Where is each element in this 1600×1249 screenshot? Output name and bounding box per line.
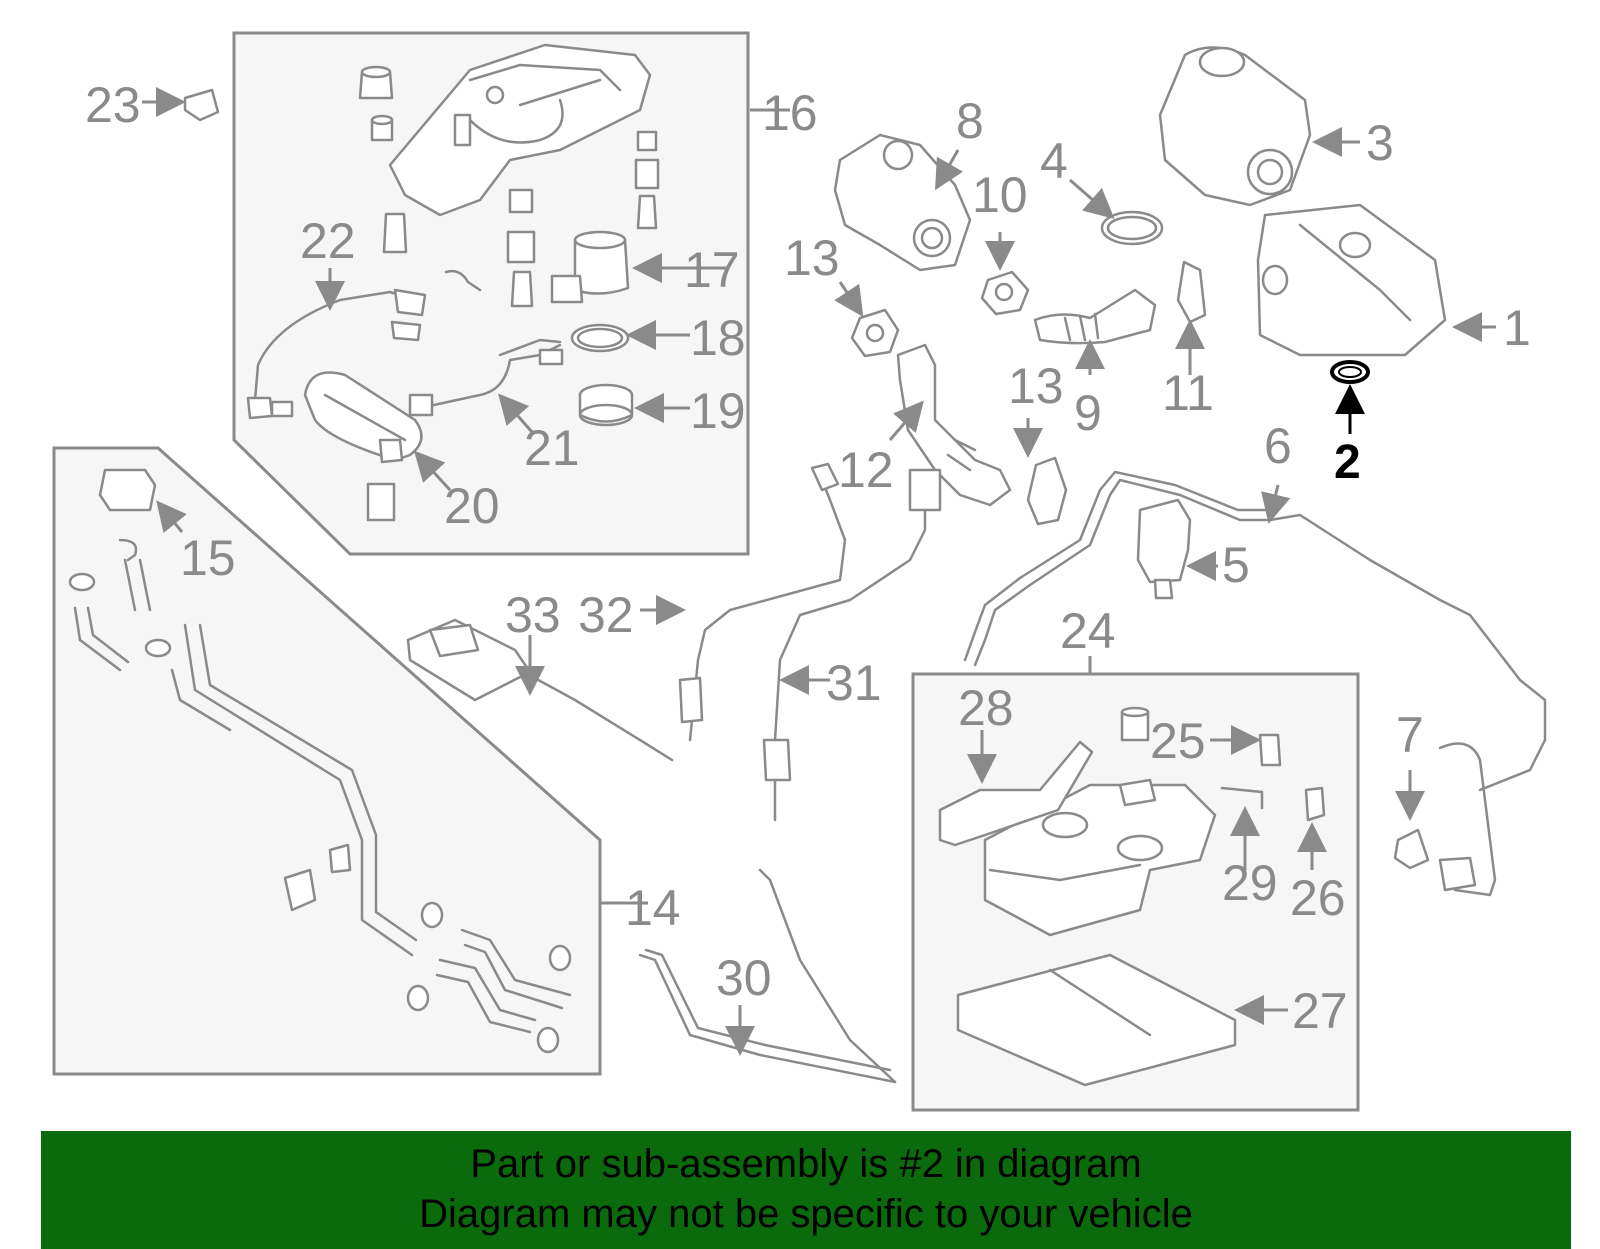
seal-ring-part-18[interactable]: [570, 323, 630, 353]
callout-12: 12: [838, 442, 894, 498]
callout-10: 10: [972, 167, 1028, 223]
tank-strap-part-30[interactable]: [638, 868, 897, 1084]
callout-20: 20: [444, 478, 500, 534]
callout-9: 9: [1074, 385, 1102, 441]
tank-shield-part-27[interactable]: [956, 953, 1237, 1087]
egr-pipe-part-9[interactable]: [1033, 288, 1157, 345]
throttle-body-part-8[interactable]: [833, 133, 972, 272]
callout-28: 28: [958, 680, 1014, 736]
reservoir-cover-part[interactable]: [388, 43, 652, 217]
o-ring-part-2[interactable]: [1330, 360, 1370, 384]
callout-16: 16: [762, 85, 818, 141]
tank-bracket-part-28[interactable]: [938, 740, 1094, 847]
valve-part-5[interactable]: [1136, 498, 1192, 600]
banner-line-2: Diagram may not be specific to your vehi…: [419, 1192, 1193, 1236]
banner-line-1: Part or sub-assembly is #2 in diagram: [470, 1142, 1142, 1186]
callout-6: 6: [1264, 418, 1292, 474]
callout-29: 29: [1222, 855, 1278, 911]
callout-11: 11: [1162, 365, 1214, 421]
callout-26: 26: [1290, 870, 1346, 926]
info-banner: Part or sub-assembly is #2 in diagram Di…: [41, 1131, 1571, 1249]
callout-2[interactable]: 2: [1334, 436, 1361, 489]
callout-18: 18: [690, 310, 746, 366]
callout-8: 8: [956, 93, 984, 149]
callout-32: 32: [578, 587, 634, 643]
callout-13b: 13: [1008, 358, 1064, 414]
lock-ring-part-19[interactable]: [578, 383, 634, 427]
callout-31: 31: [826, 655, 882, 711]
fuel-pump-part-20[interactable]: [303, 371, 423, 464]
callout-13a: 13: [784, 230, 840, 286]
gaskets-parts-4-10-11-13[interactable]: [850, 210, 1207, 526]
callout-17: 17: [684, 242, 740, 298]
tank-small-parts[interactable]: [1120, 706, 1326, 822]
callout-1: 1: [1503, 300, 1531, 356]
callout-19: 19: [690, 383, 746, 439]
callout-33: 33: [505, 587, 561, 643]
callout-labels: 1 2 3 4 5 6 7 8 9 10 11 12 13 13 14 15 1…: [85, 77, 1531, 1039]
callout-30: 30: [716, 950, 772, 1006]
callout-23: 23: [85, 77, 141, 133]
egr-cooler-part-1[interactable]: [1256, 203, 1447, 357]
callout-5: 5: [1222, 537, 1250, 593]
fuel-lines-parts[interactable]: [68, 468, 572, 1054]
callout-22: 22: [300, 213, 356, 269]
fuel-tank-part[interactable]: [983, 778, 1217, 937]
callout-24: 24: [1060, 603, 1116, 659]
callout-7: 7: [1396, 707, 1424, 763]
callout-21: 21: [524, 420, 580, 476]
callout-27: 27: [1292, 983, 1348, 1039]
fuel-sender-part-17[interactable]: [550, 230, 630, 304]
sensor-parts-31-32-33[interactable]: [406, 462, 942, 822]
check-valve-part-7[interactable]: [1393, 742, 1497, 897]
callout-3: 3: [1366, 115, 1394, 171]
callout-14: 14: [625, 880, 681, 936]
grommet-parts[interactable]: [358, 65, 660, 522]
group-box-14: [52, 446, 602, 1076]
callout-4: 4: [1040, 133, 1068, 189]
callout-15: 15: [180, 530, 236, 586]
leader-lines: [142, 87, 1496, 1056]
egr-valve-part-3[interactable]: [1158, 46, 1312, 207]
sensor-part-15[interactable]: [183, 88, 220, 122]
callout-25: 25: [1150, 713, 1206, 769]
